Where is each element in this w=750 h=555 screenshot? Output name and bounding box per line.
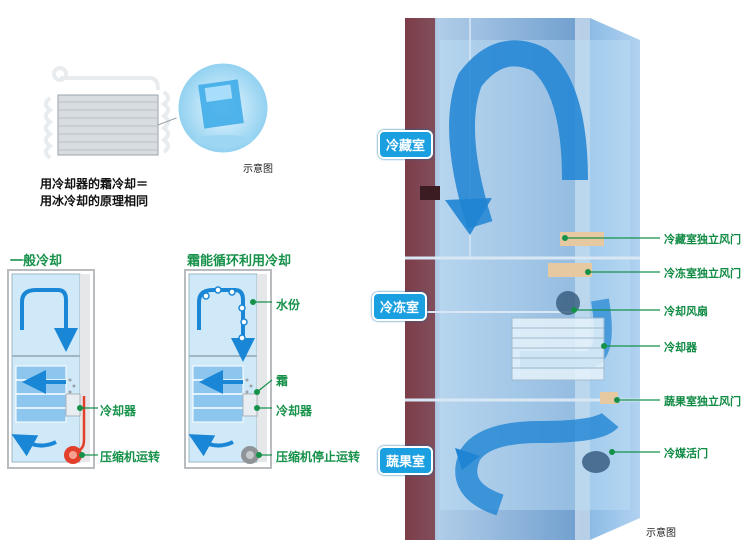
freezer-compartment-label: 冷冻室 (372, 292, 428, 321)
frost-cooling-panel (184, 269, 273, 469)
general-cooling-title: 一般冷却 (10, 254, 63, 269)
caption-line-1: 用冷却器的霜冷却＝ (40, 177, 149, 191)
refrigerator-image (405, 18, 660, 540)
caption-line-2: 用冰冷却的原理相同 (40, 194, 149, 208)
fridge-compartment-label: 冷藏室 (378, 130, 434, 159)
general-compressor-label: 压缩机运转 (100, 450, 161, 464)
frost-cooler-label: 冷却器 (276, 404, 313, 418)
general-cooling-panel (7, 269, 98, 469)
fridge-schematic-note: 示意图 (646, 528, 676, 539)
callout-vegetable-damper: 蔬果室独立风门 (664, 395, 741, 408)
frost-cooling-title: 霜能循环利用冷却 (187, 254, 292, 269)
cooler-caption: 用冷却器的霜冷却＝ 用冰冷却的原理相同 (40, 176, 148, 210)
callout-freezer-damper: 冷冻室独立风门 (664, 267, 741, 280)
schematic-note: 示意图 (243, 164, 273, 175)
frost-frost-label: 霜 (276, 374, 289, 388)
cooler-coil-image (44, 66, 193, 160)
callout-cooling-fan: 冷却风扇 (664, 305, 708, 318)
ice-cube-image (175, 60, 271, 156)
general-cooler-label: 冷却器 (100, 404, 137, 418)
frost-water-label: 水份 (276, 298, 301, 312)
callout-refrigerant-valve: 冷媒活门 (664, 447, 708, 460)
callout-cooler: 冷却器 (664, 341, 697, 354)
vegetable-compartment-label: 蔬果室 (378, 446, 434, 475)
frost-compressor-label: 压缩机停止运转 (276, 450, 361, 464)
callout-fridge-damper: 冷藏室独立风门 (664, 233, 741, 246)
